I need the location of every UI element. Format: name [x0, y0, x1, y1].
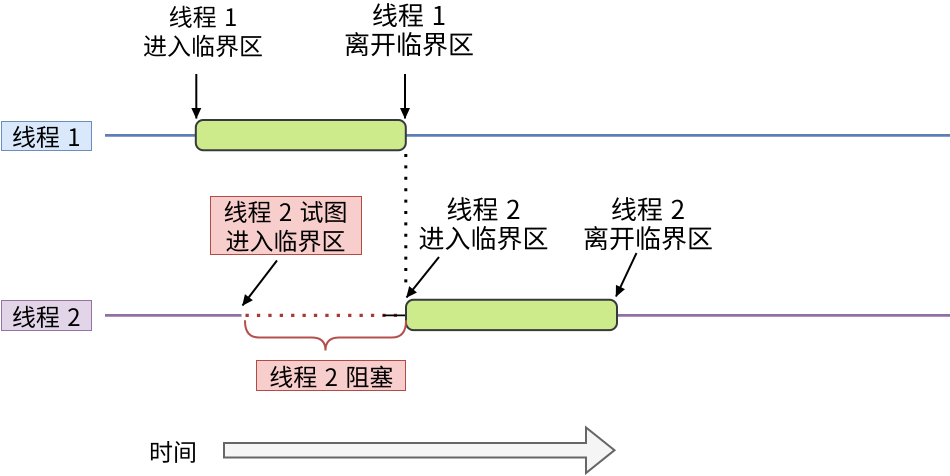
time-axis-label: 时间 [149, 433, 197, 468]
thread2-leave-arrow [615, 252, 638, 297]
thread1-label-box: 线程 1 [0, 118, 92, 154]
thread1-critical-section-bar [194, 119, 407, 152]
thread2-attempt-arrow [241, 259, 278, 307]
blocked-brace [244, 320, 407, 351]
thread2-critical-section-bar [405, 298, 618, 332]
thread2-enter-arrow [405, 256, 440, 299]
time-axis-arrow [223, 425, 617, 476]
thread2-blocked-label: 线程 2 阻塞 [269, 357, 394, 393]
thread2-attempt-label: 线程 2 试图 进入临界区 [223, 193, 348, 258]
thread1-leave-annotation: 线程 1 离开临界区 [343, 0, 474, 62]
thread1-enter-annotation: 线程 1 进入临界区 [143, 0, 263, 62]
thread2-enter-annotation: 线程 2 进入临界区 [418, 190, 549, 256]
thread2-label: 线程 2 [11, 297, 81, 333]
thread2-leave-annotation: 线程 2 离开临界区 [582, 190, 713, 256]
thread2-attempt-box: 线程 2 试图 进入临界区 [209, 193, 362, 258]
thread2-label-box: 线程 2 [0, 297, 92, 333]
thread1-label: 线程 1 [11, 118, 81, 154]
thread2-blocked-box: 线程 2 阻塞 [256, 357, 407, 393]
